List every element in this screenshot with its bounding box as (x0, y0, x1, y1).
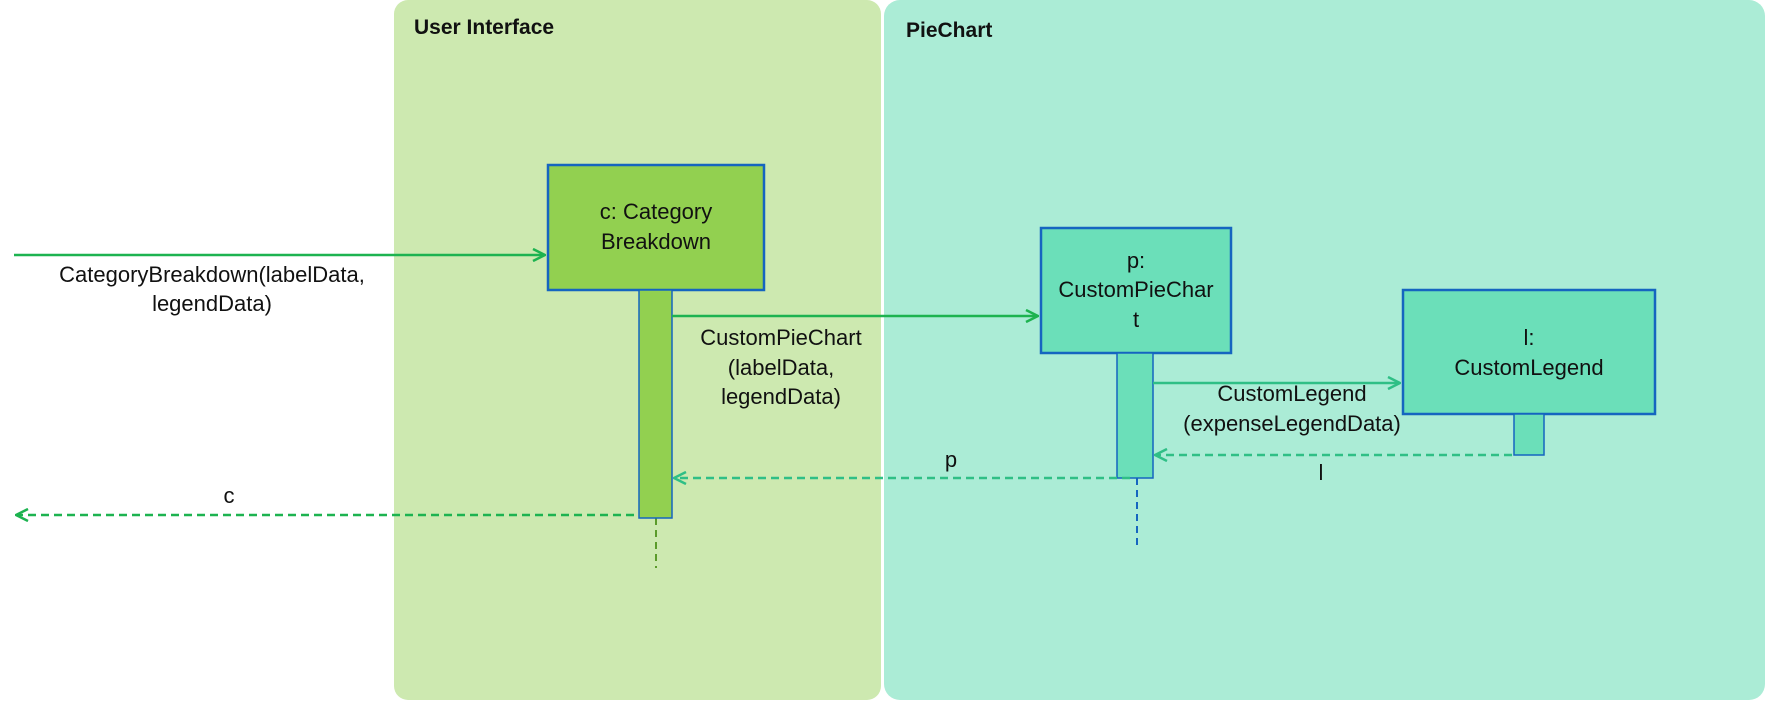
object-legend-label-2: CustomLegend (1454, 355, 1603, 380)
object-custom-pie-chart (1039, 226, 1233, 355)
message-create-legend-label-1: CustomLegend (1217, 381, 1366, 406)
message-create-legend-label-2: (expenseLegendData) (1183, 411, 1401, 436)
message-create-category-label-2: legendData) (152, 291, 272, 316)
activation-piechart (1116, 352, 1154, 479)
object-category-label-2: Breakdown (601, 229, 711, 254)
return-legend-label: l (1319, 460, 1324, 485)
lane-user-interface (394, 0, 881, 700)
object-category-label-1: c: Category (600, 199, 713, 224)
activation-category (638, 289, 673, 519)
lane-piechart-title: PieChart (906, 19, 992, 42)
message-create-piechart-label-3: legendData) (721, 384, 841, 409)
message-create-category-label-1: CategoryBreakdown(labelData, (59, 262, 365, 287)
object-piechart-label-1: p: (1127, 248, 1145, 273)
return-category-label: c (224, 483, 235, 508)
message-create-piechart-label-2: (labelData, (728, 355, 834, 380)
object-custom-legend (1401, 288, 1657, 416)
object-category-breakdown (546, 163, 766, 292)
lane-piechart (884, 0, 1765, 700)
lane-user-interface-title: User Interface (414, 16, 554, 39)
return-piechart-label: p (945, 447, 957, 472)
message-create-piechart-label-1: CustomPieChart (700, 325, 861, 350)
object-piechart-label-2: CustomPieChar (1058, 277, 1213, 302)
object-legend-label-1: l: (1524, 325, 1535, 350)
object-piechart-label-3: t (1133, 307, 1139, 332)
activation-legend (1513, 413, 1545, 456)
